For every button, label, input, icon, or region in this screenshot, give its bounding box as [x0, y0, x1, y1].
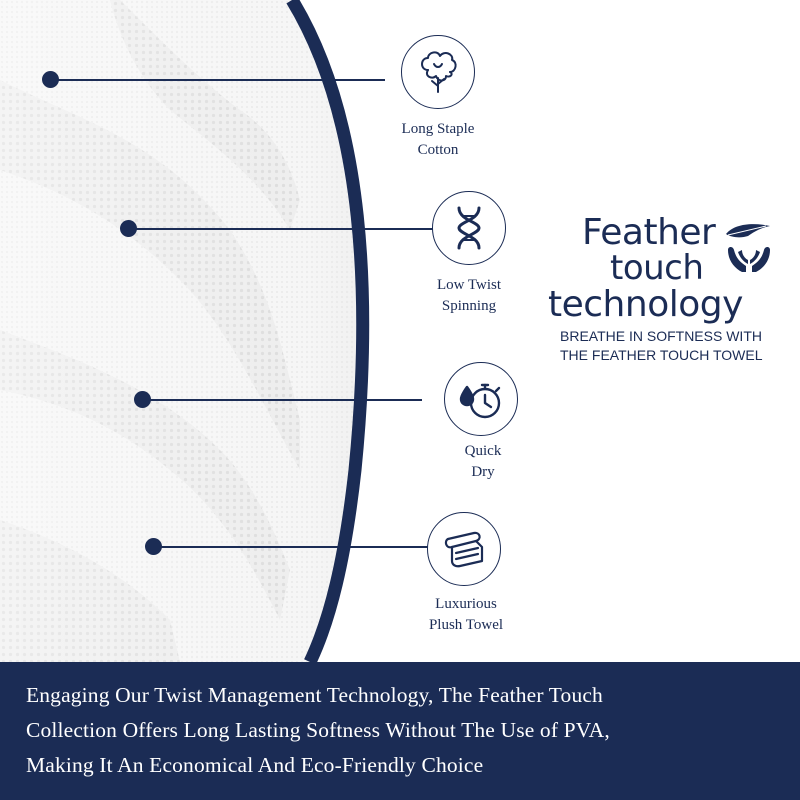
brand-title-line-2: touch	[610, 248, 704, 288]
brand-title-line-1: Feather	[582, 212, 716, 253]
brand-tagline-line-2: THE FEATHER TOUCH TOWEL	[560, 347, 763, 363]
feather-hands-icon	[726, 224, 770, 272]
feature-label: Low Twist Spinning	[436, 277, 502, 314]
description-banner: Engaging Our Twist Management Technology…	[0, 662, 800, 800]
twisted-yarn-icon	[432, 191, 506, 265]
banner-text-line-2: Collection Offers Long Lasting Softness …	[26, 718, 610, 742]
brand-tagline-line-1: BREATHE IN SOFTNESS WITH	[560, 328, 762, 344]
brand-title-line-3: technology	[548, 284, 743, 325]
feature-label: Luxurious Plush Towel	[428, 596, 504, 633]
callout-line	[142, 399, 422, 401]
callout-line	[153, 546, 428, 548]
callout-line	[50, 79, 385, 81]
folded-towel-icon	[427, 512, 501, 586]
feature-label: Long Staple Cotton	[401, 121, 475, 158]
banner-text-line-3: Making It An Economical And Eco-Friendly…	[26, 753, 484, 777]
feature-label: Quick Dry	[464, 443, 502, 480]
banner-text-line-1: Engaging Our Twist Management Technology…	[26, 683, 603, 707]
stopwatch-droplet-icon	[444, 362, 518, 436]
callout-line	[128, 228, 433, 230]
cotton-flower-icon	[401, 35, 475, 109]
towel-texture-image	[0, 0, 370, 662]
